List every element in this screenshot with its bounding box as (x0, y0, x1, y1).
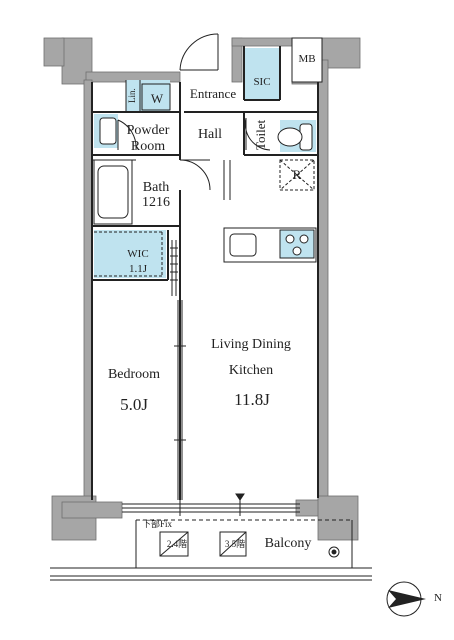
bath-size-label: 1216 (142, 195, 170, 210)
balcony-outline (50, 519, 372, 581)
toilet-label: Toilet (253, 119, 268, 151)
powder-room-label-line2: Room (130, 139, 166, 154)
washbasin (99, 117, 117, 145)
unit-24-label: 2.4階 (166, 539, 188, 549)
bedroom-size-label: 5.0J (120, 395, 148, 414)
toilet-fixture (277, 123, 313, 151)
thin-lines (92, 80, 315, 296)
wet-areas (94, 48, 316, 278)
wic-size-label: 1.1J (128, 263, 148, 275)
balcony-label: Balcony (264, 536, 312, 551)
unit-35-label: 3.5階 (224, 539, 246, 549)
sliding-partition (174, 300, 186, 500)
hall-label: Hall (197, 127, 223, 142)
sic-label: SIC (253, 76, 271, 88)
meter-box (291, 37, 323, 83)
bedroom-label: Bedroom (107, 367, 161, 382)
lower-fix-label: 下部Fix (141, 519, 172, 529)
linen-label: Lin. (127, 88, 137, 104)
ldk-label-line2: Kitchen (228, 363, 274, 378)
ldk-size-label: 11.8J (234, 390, 270, 409)
compass-icon (386, 581, 426, 617)
wic-label: WIC (127, 248, 149, 260)
refrigerator-label: R (292, 167, 302, 182)
kitchen-counter (223, 227, 317, 263)
washer-label: W (150, 91, 164, 106)
compass-north-label: N (434, 592, 442, 604)
mb-label: MB (298, 53, 316, 65)
partitions (91, 46, 319, 500)
entrance-label: Entrance (189, 86, 237, 101)
ldk-label-line1: Living Dining (211, 337, 291, 352)
window-sash (122, 493, 300, 516)
powder-room-label-line1: Powder (126, 123, 170, 138)
bath-label: Bath (142, 180, 170, 195)
doors (117, 33, 271, 191)
